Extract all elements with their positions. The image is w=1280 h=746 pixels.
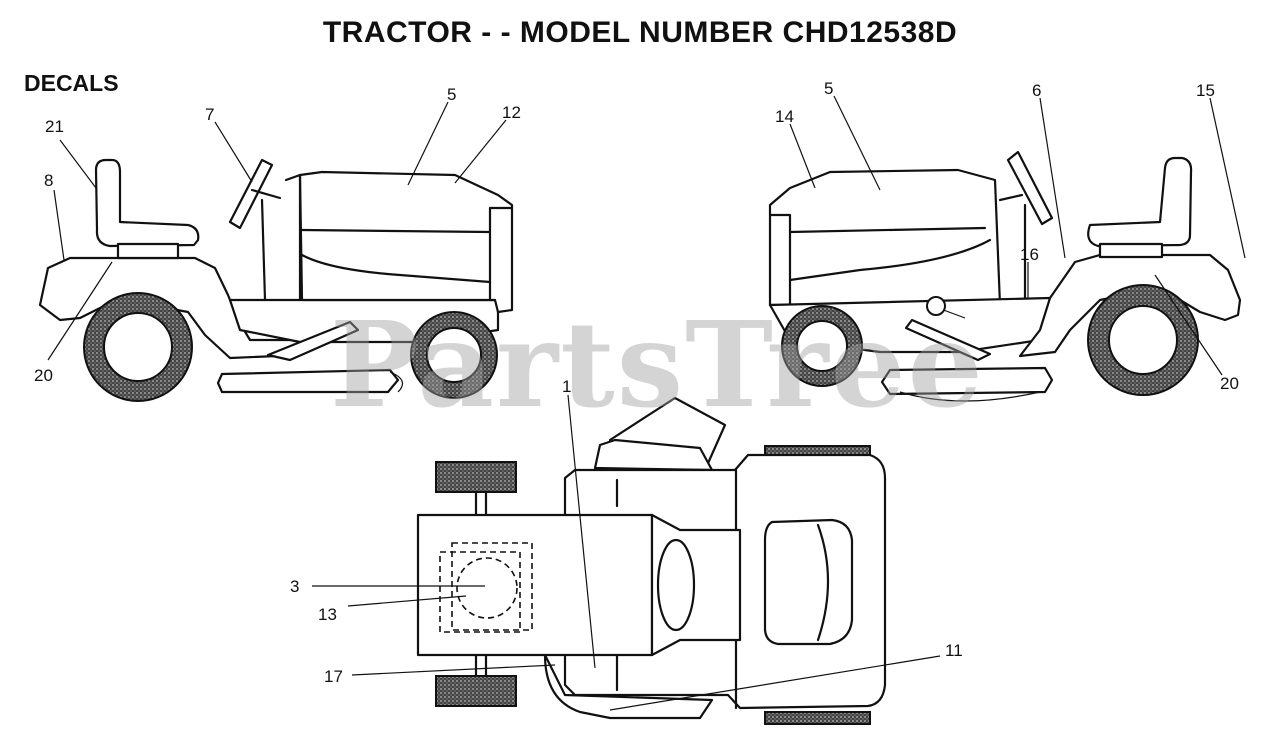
callout-7: 7 — [205, 105, 214, 124]
callout-numbers: 21 8 7 5 12 20 14 5 6 15 16 20 1 3 13 17… — [34, 79, 1239, 686]
callout-17: 17 — [324, 667, 343, 686]
page-title: TRACTOR - - MODEL NUMBER CHD12538D — [322, 16, 958, 49]
callout-5-right: 5 — [824, 79, 833, 98]
right-side-tractor — [768, 150, 1242, 402]
callout-3: 3 — [290, 577, 299, 596]
callout-21: 21 — [45, 117, 64, 136]
callout-12: 12 — [502, 103, 521, 122]
callout-15: 15 — [1196, 81, 1215, 100]
callout-16: 16 — [1020, 245, 1039, 264]
callout-8: 8 — [44, 171, 53, 190]
top-view-tractor — [416, 396, 887, 725]
callout-6: 6 — [1032, 81, 1041, 100]
left-side-tractor — [38, 158, 514, 402]
callout-14: 14 — [775, 107, 794, 126]
callout-20-right: 20 — [1220, 374, 1239, 393]
callout-5-left: 5 — [447, 85, 456, 104]
callout-13: 13 — [318, 605, 337, 624]
callout-11: 11 — [945, 641, 963, 660]
section-label: DECALS — [24, 70, 119, 96]
callout-1: 1 — [562, 377, 571, 396]
callout-20-left: 20 — [34, 366, 53, 385]
watermark: PartsTree — [330, 295, 985, 434]
leader-lines — [47, 95, 1246, 711]
